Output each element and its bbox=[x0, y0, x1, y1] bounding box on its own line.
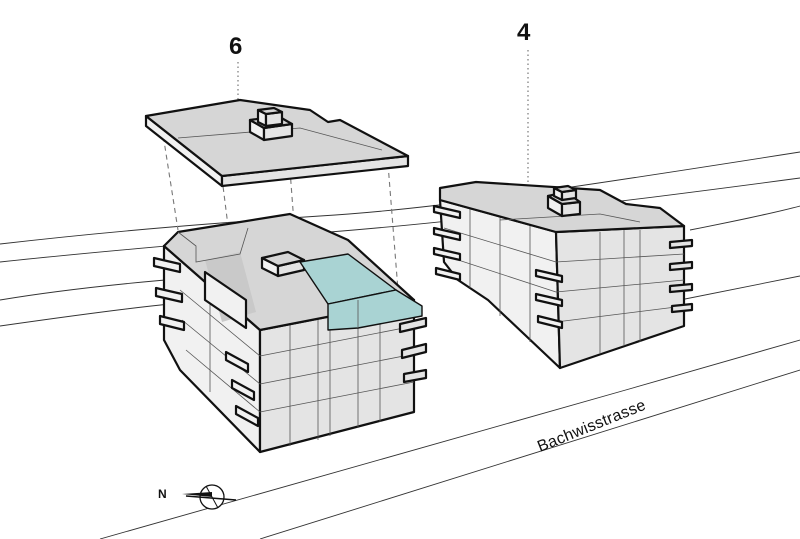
building-6-balconies-right bbox=[398, 316, 428, 384]
building-4-balconies-right bbox=[668, 238, 694, 314]
building-4: 4 bbox=[432, 19, 694, 370]
building-4-balconies-left bbox=[432, 204, 564, 330]
north-label: N bbox=[158, 487, 167, 501]
building-6-label: 6 bbox=[229, 33, 242, 60]
street-label: Bachwisstrasse bbox=[535, 397, 648, 456]
building-6-mass bbox=[152, 212, 428, 454]
building-6: 6 bbox=[144, 33, 428, 510]
building-4-label: 4 bbox=[517, 19, 531, 46]
north-arrow-icon: N bbox=[158, 484, 237, 510]
building-6-balconies-left bbox=[152, 256, 260, 428]
highlighted-apartment bbox=[299, 253, 423, 331]
highlight-front bbox=[327, 289, 423, 331]
building-6-exploded-roof bbox=[144, 98, 410, 188]
